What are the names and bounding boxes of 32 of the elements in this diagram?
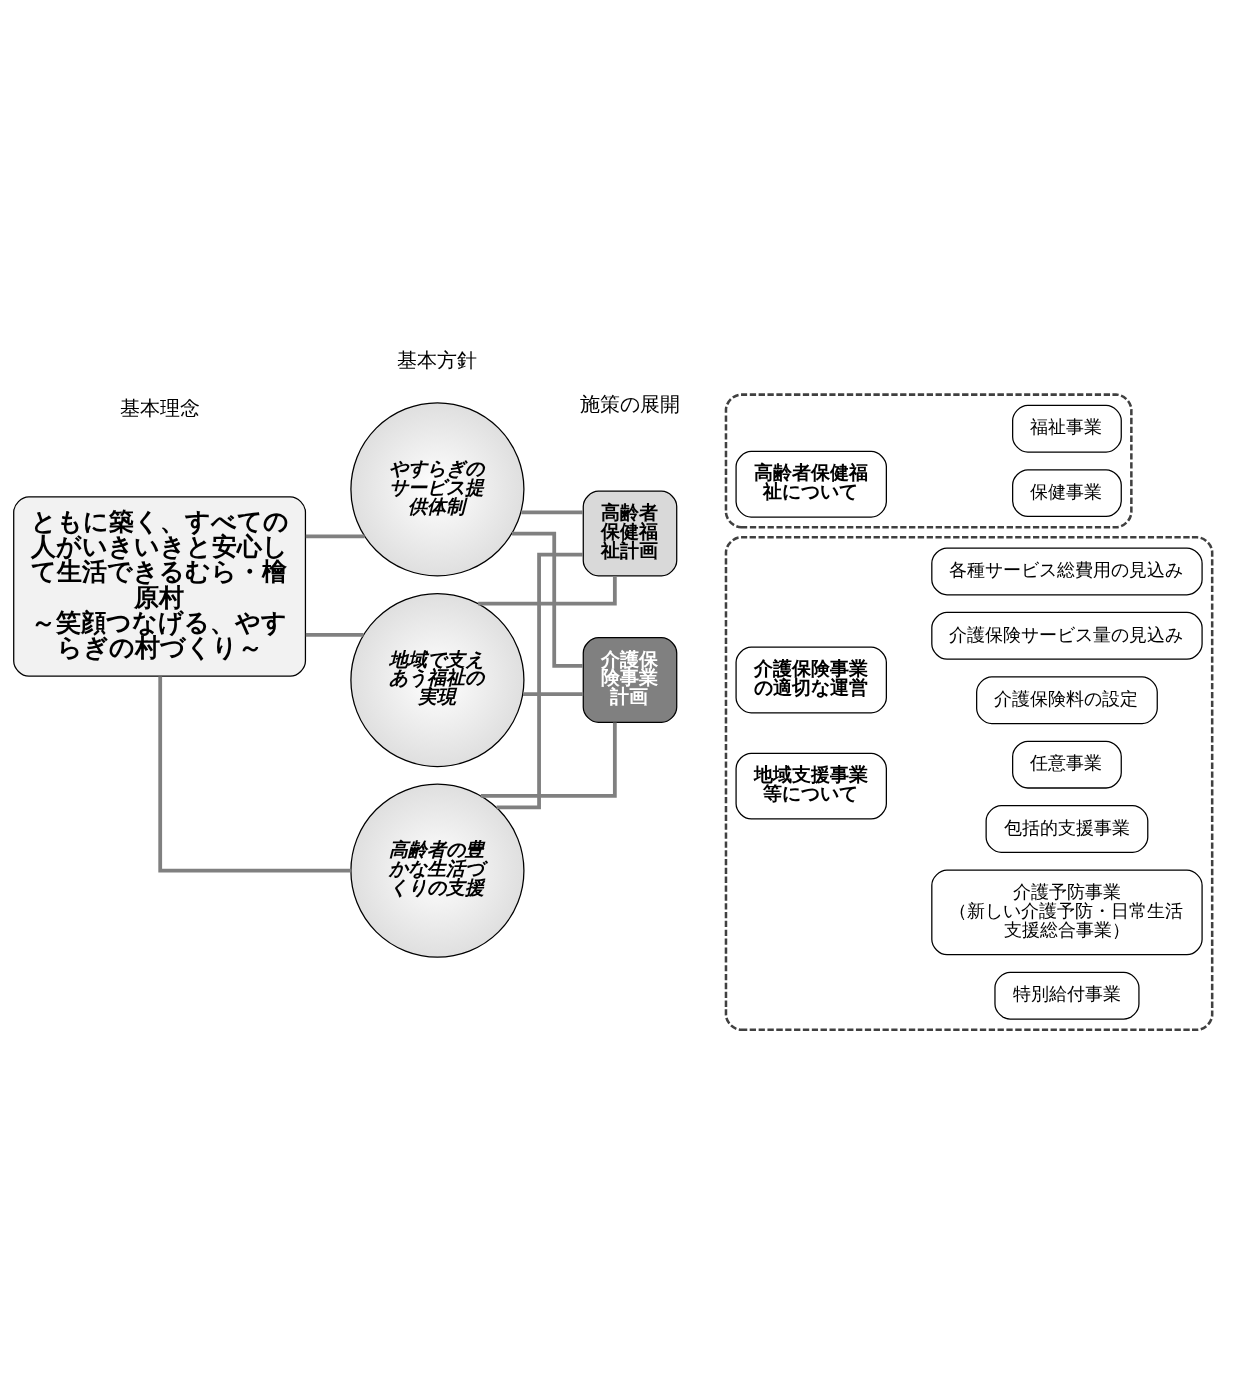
connector bbox=[305, 534, 365, 538]
cluster bbox=[724, 392, 1133, 528]
node-circle: やすらぎのサービス提供体制 bbox=[350, 401, 525, 576]
connector bbox=[158, 676, 351, 873]
connector bbox=[305, 632, 364, 637]
cluster bbox=[724, 535, 1214, 1031]
node-box: 介護保険料の設定 bbox=[976, 675, 1158, 724]
node-circle: 高齢者の豊かな生活づくりの支援 bbox=[350, 783, 525, 958]
node-box: 介護保険事業計画 bbox=[582, 636, 678, 723]
connector bbox=[523, 691, 584, 696]
node-box: 介護保険事業の適切な運営 bbox=[735, 646, 887, 713]
node-box: 各種サービス総費用の見込み bbox=[931, 546, 1203, 595]
node-box: 介護保険サービス量の見込み bbox=[931, 611, 1203, 660]
node-circle: 地域で支えあう福祉の実現 bbox=[350, 592, 525, 767]
label: 施策の展開 bbox=[580, 391, 680, 416]
node-box: 高齢者保健福祉計画 bbox=[582, 490, 678, 576]
node-box: 福祉事業 bbox=[1012, 404, 1122, 453]
node-box: ともに築く、すべての人がいきいきと安心して生活できるむら・檜原村 ～笑顔つなげる、やすらぎの村づくり～ bbox=[13, 495, 307, 677]
connector bbox=[480, 721, 617, 798]
connector bbox=[496, 552, 583, 809]
node-box: 介護予防事業 （新しい介護予防・日常生活支援総合事業） bbox=[931, 868, 1203, 955]
label: 基本理念 bbox=[119, 395, 200, 420]
node-box: 高齢者保健福祉について bbox=[735, 450, 887, 518]
node-box: 特別給付事業 bbox=[994, 971, 1140, 1020]
connector bbox=[478, 575, 617, 605]
connector bbox=[521, 510, 583, 514]
node-box: 任意事業 bbox=[1012, 740, 1122, 789]
node-box: 地域支援事業等について bbox=[735, 752, 887, 820]
connector bbox=[512, 531, 583, 668]
label: 基本方針 bbox=[397, 347, 478, 372]
node-box: 保健事業 bbox=[1012, 468, 1122, 517]
node-box: 包括的支援事業 bbox=[985, 804, 1149, 853]
